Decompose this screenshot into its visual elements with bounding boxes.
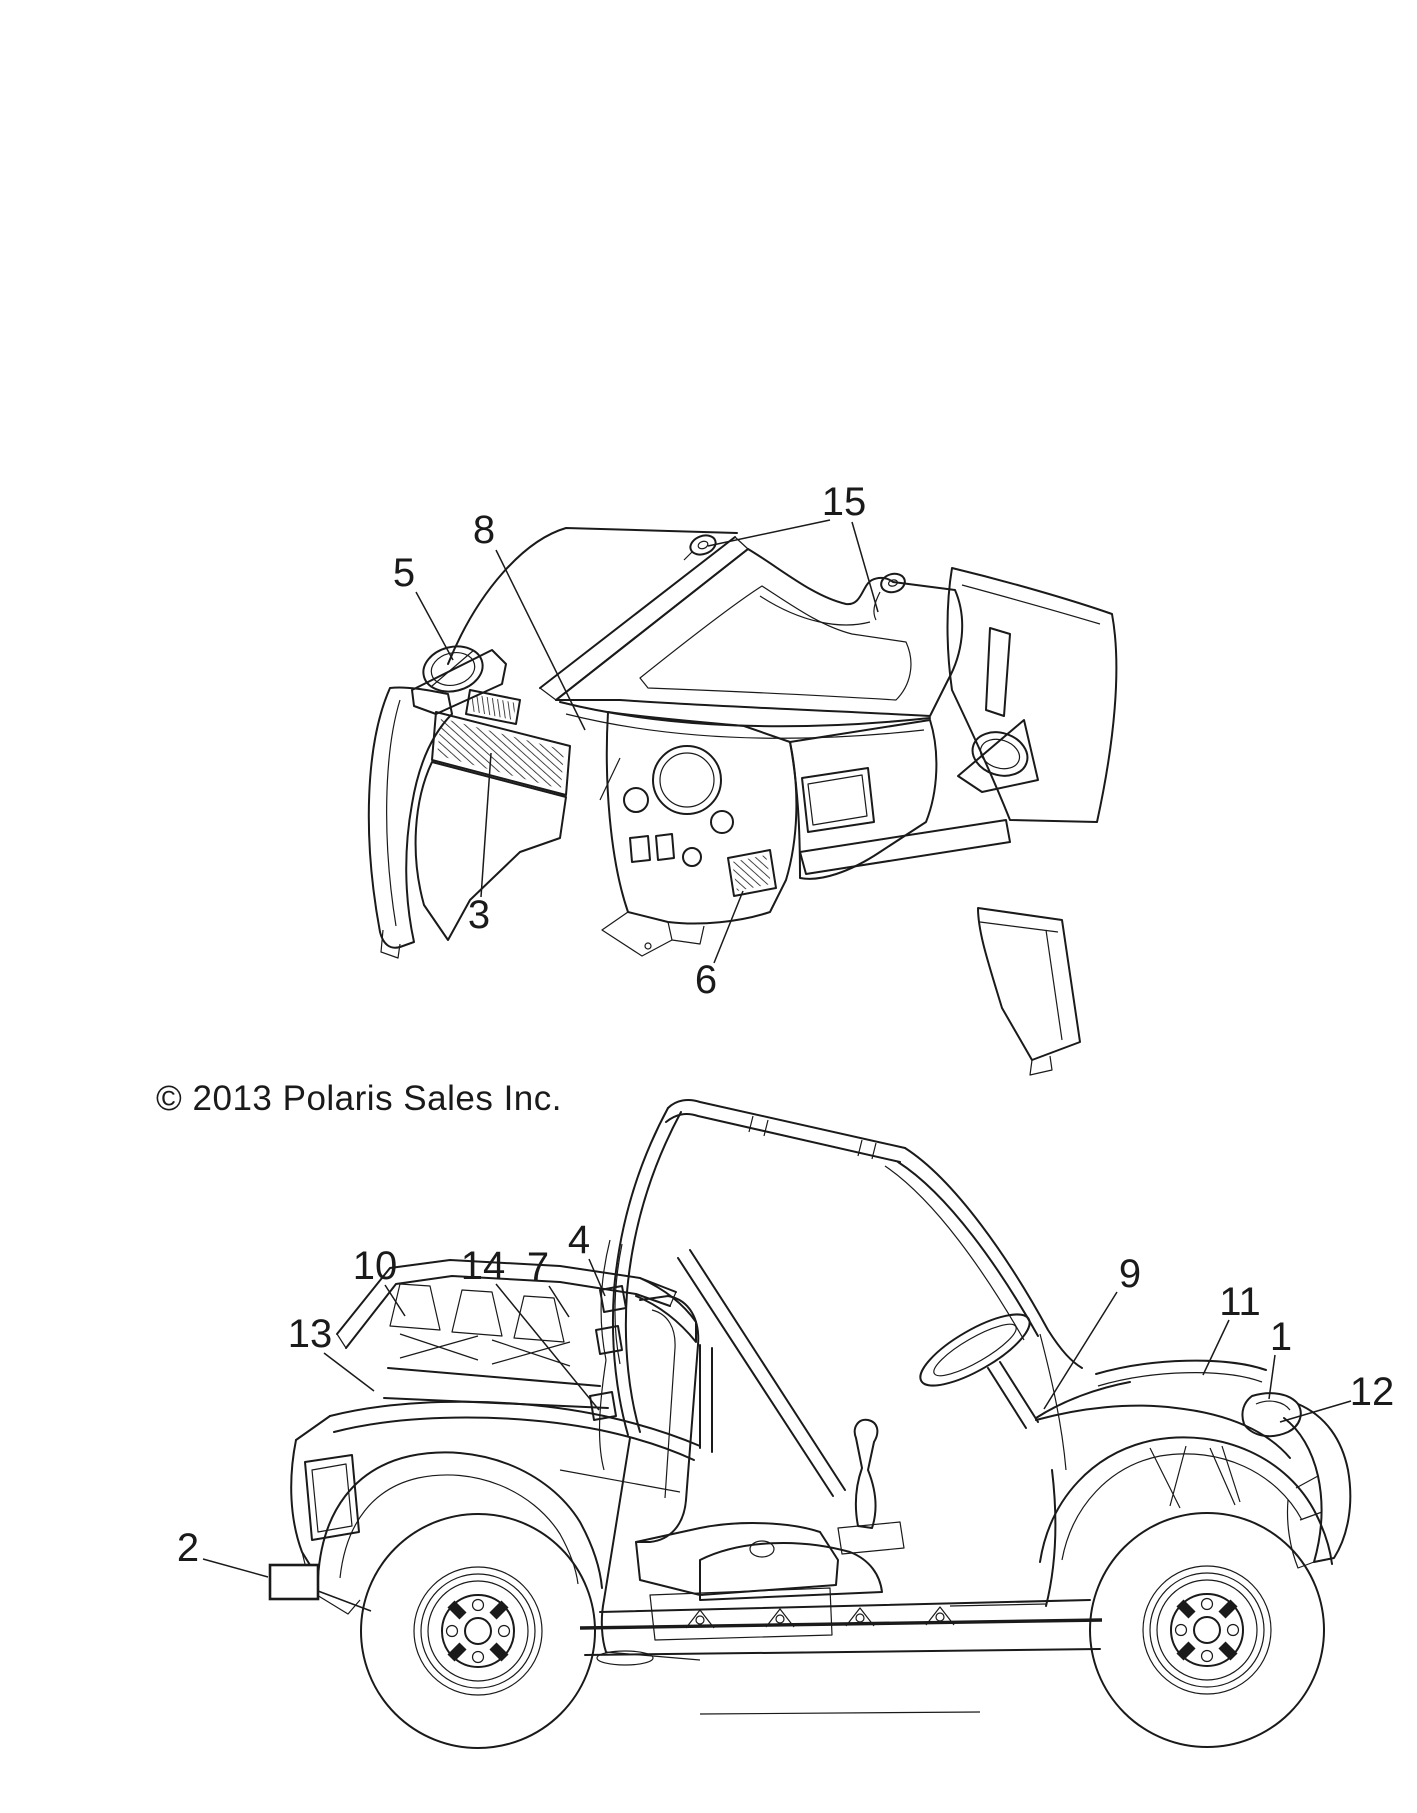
headlight (1241, 1392, 1302, 1438)
frame-rails (579, 1599, 1103, 1715)
leader-line-8 (495, 549, 586, 731)
leader-line-2 (202, 1558, 269, 1578)
hood-latch-right (873, 572, 906, 621)
callout-14: 14 (461, 1244, 506, 1288)
callout-10: 10 (353, 1244, 398, 1288)
fuel-tank (699, 1540, 883, 1601)
gear-shifter (837, 1418, 905, 1555)
leader-line-9 (1043, 1291, 1118, 1410)
right-dash-face (789, 719, 938, 880)
lower-dash-decal-hatch (727, 849, 777, 897)
callout-6: 6 (695, 958, 717, 1002)
leader-line-5 (415, 591, 454, 661)
leader-line-2 (317, 1590, 372, 1612)
callout-2: 2 (177, 1526, 199, 1570)
grille-decal-hatch (431, 689, 571, 796)
callout-3: 3 (468, 893, 490, 937)
seat (635, 1295, 839, 1641)
left-fascia (414, 761, 567, 941)
callout-1: 1 (1270, 1315, 1292, 1359)
leader-line-12 (1279, 1400, 1352, 1423)
steering-wheel (919, 1313, 1039, 1429)
leader-line-15 (851, 521, 879, 613)
callout-11: 11 (1219, 1280, 1261, 1324)
callout-5: 5 (393, 551, 415, 595)
leader-line-6 (713, 890, 744, 964)
figure-front-clip (367, 527, 1118, 1076)
seat-harness (589, 1239, 627, 1471)
right-headlight-pod (957, 719, 1039, 793)
callout-9: 9 (1119, 1252, 1141, 1296)
callout-12: 12 (1350, 1370, 1395, 1414)
callout-8: 8 (473, 508, 495, 552)
front-hood (1035, 1333, 1291, 1471)
hood-latch-left (683, 534, 717, 561)
callout-4: 4 (568, 1218, 590, 1262)
callout-7: 7 (527, 1245, 549, 1289)
leader-line-15 (707, 519, 831, 547)
callout-layer: 5 8 15 3 6 10 14 74 13 9 111 12 2 (177, 480, 1395, 1612)
decal-box-2 (268, 1563, 320, 1601)
bed-side-panel (329, 1344, 713, 1493)
leader-line-13 (323, 1352, 375, 1392)
leader-line-3 (480, 752, 492, 898)
rear-fender (290, 1415, 603, 1615)
leader-line-7 (548, 1285, 570, 1318)
left-fender (367, 686, 453, 959)
leader-line-4 (588, 1258, 606, 1297)
cab-floor (600, 1437, 1057, 1661)
leader-line-14 (495, 1283, 600, 1411)
callout-13: 13 (288, 1312, 333, 1356)
callout-15: 15 (822, 480, 867, 524)
front-fender (1039, 1436, 1333, 1565)
lower-support-bar (799, 819, 1011, 875)
hood-panel (555, 548, 964, 717)
copyright-notice: © 2013 Polaris Sales Inc. (156, 1079, 562, 1118)
rear-wheel (361, 1514, 595, 1748)
front-bumper (1283, 1403, 1352, 1569)
center-console (599, 711, 798, 957)
roll-cage (611, 1099, 1083, 1497)
front-wheel (1090, 1513, 1324, 1747)
figure-side-view (290, 1099, 1352, 1748)
dash-top-edge (559, 701, 931, 739)
leader-line-1 (1268, 1354, 1276, 1400)
leader-line-10 (384, 1284, 406, 1317)
right-fender (946, 567, 1118, 1076)
leader-line-11 (1202, 1319, 1230, 1376)
